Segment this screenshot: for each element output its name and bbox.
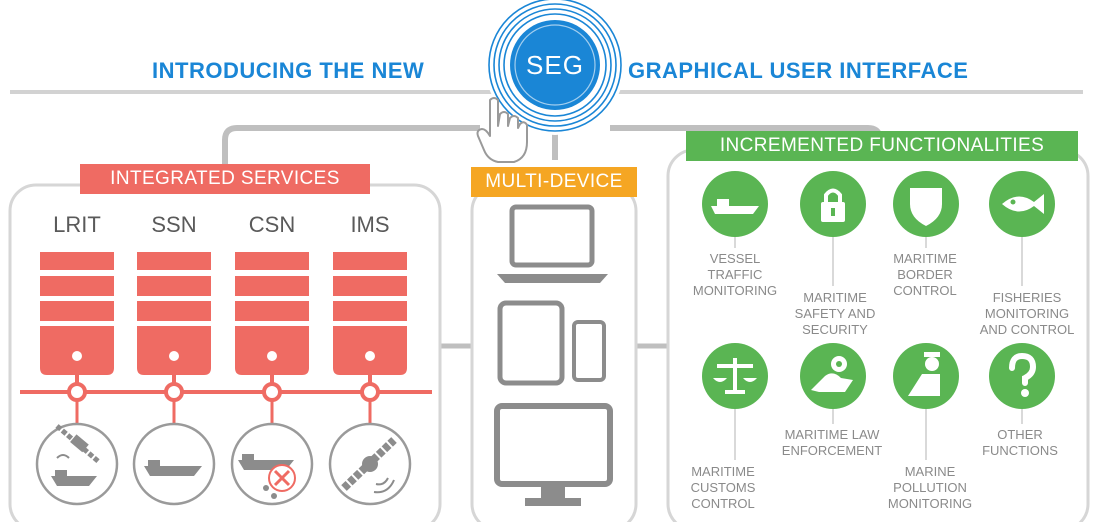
seg-logo — [485, 0, 625, 135]
server-stacks — [40, 252, 407, 392]
server-stack-csn — [235, 252, 309, 392]
network-node — [360, 382, 380, 424]
network-nodes — [67, 382, 380, 424]
pointing-hand-icon — [476, 97, 528, 163]
question-icon — [989, 343, 1055, 424]
phone-icon — [572, 320, 606, 382]
seg-logo-label[interactable]: SEG — [526, 50, 584, 80]
hands-icon — [800, 343, 866, 424]
lock-icon — [800, 171, 866, 286]
header-left-text: INTRODUCING THE NEW — [152, 58, 425, 83]
satellite-ship-icon — [35, 422, 119, 506]
service-name-lrit: LRIT — [53, 212, 101, 237]
server-stack-ssn — [137, 252, 211, 392]
fish-icon — [989, 171, 1055, 286]
network-node — [164, 382, 184, 424]
server-stack-lrit — [40, 252, 114, 392]
officer-icon — [893, 343, 959, 460]
shield-icon — [893, 171, 959, 248]
integrated-services-banner: INTEGRATED SERVICES — [80, 164, 370, 194]
oil-spill-ship-icon — [230, 422, 314, 506]
tablet-icon — [497, 300, 565, 386]
monitor-icon — [494, 403, 613, 506]
service-name-csn: CSN — [248, 212, 296, 237]
functionalities-banner: INCREMENTED FUNCTIONALITIES — [686, 131, 1078, 161]
service-name-ims: IMS — [350, 212, 390, 237]
satellite-icon — [328, 422, 412, 506]
network-node — [262, 382, 282, 424]
multi-device-banner: MULTI-DEVICE — [471, 167, 637, 197]
connector-left — [222, 125, 480, 186]
ship-icon — [132, 422, 216, 506]
network-node — [67, 382, 87, 424]
ship-icon — [702, 171, 768, 248]
scales-icon — [702, 343, 768, 460]
service-name-ssn: SSN — [151, 212, 197, 237]
server-stack-ims — [333, 252, 407, 392]
header-right-text: GRAPHICAL USER INTERFACE — [628, 58, 969, 83]
laptop-icon — [497, 204, 608, 283]
